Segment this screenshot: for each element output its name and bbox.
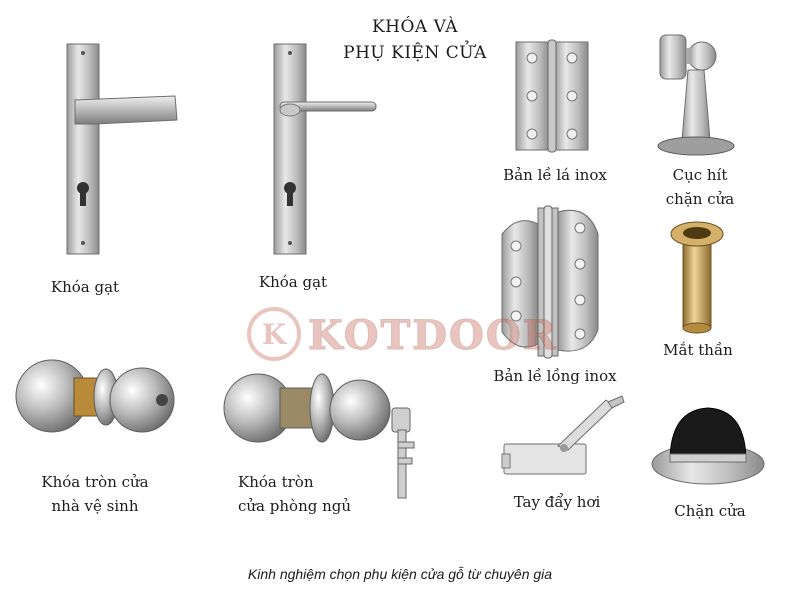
kotdoor-badge-icon: K	[247, 307, 301, 361]
magnetic-stop-label-line-2: chặn cửa	[665, 190, 735, 208]
knob-bedroom-label: Khóa tròn cửa phòng ngủ	[238, 470, 378, 518]
lever-lock-1-image	[66, 43, 178, 255]
title-line-2: PHỤ KIỆN CỬA	[343, 43, 487, 63]
knob-bathroom-label-line-2: nhà vệ sinh	[51, 497, 139, 515]
magnetic-stop-label: Cục hít chặn cửa	[645, 163, 755, 211]
kotdoor-badge-letter: K	[262, 318, 288, 351]
knob-bedroom-label-line-2: cửa phòng ngủ	[238, 497, 352, 515]
knob-bedroom-image	[223, 373, 415, 499]
floor-stop-label: Chặn cửa	[674, 502, 746, 520]
door-closer-image	[501, 395, 625, 475]
lever-lock-2-label: Khóa gạt	[258, 273, 328, 291]
knob-bathroom-image	[15, 359, 175, 433]
lever-lock-1-label: Khóa gạt	[50, 278, 120, 296]
knob-bathroom-label-line-1: Khóa tròn cửa	[41, 473, 149, 491]
lever-lock-2-image	[273, 43, 377, 255]
title-line-1: KHÓA VÀ	[371, 17, 459, 37]
door-closer-label: Tay đẩy hơi	[513, 493, 601, 511]
kotdoor-watermark: K KOTDOOR	[246, 306, 596, 362]
butterfly-hinge-label: Bản lề lồng inox	[493, 367, 617, 385]
floor-stop-image	[651, 407, 765, 485]
image-caption: Kinh nghiệm chọn phụ kiện cửa gỗ từ chuy…	[247, 566, 553, 582]
magnetic-stop-image	[657, 34, 735, 156]
butterfly-hinge-image	[501, 205, 599, 359]
leaf-hinge-label: Bản lề lá inox	[503, 166, 607, 184]
leaf-hinge-image	[515, 39, 589, 153]
collage-title: KHÓA VÀ PHỤ KIỆN CỬA	[330, 14, 500, 66]
door-viewer-image	[670, 221, 724, 334]
door-viewer-label: Mắt thần	[663, 341, 733, 359]
magnetic-stop-label-line-1: Cục hít	[672, 166, 728, 184]
knob-bathroom-label: Khóa tròn cửa nhà vệ sinh	[20, 470, 170, 518]
kotdoor-brand-text: KOTDOOR	[308, 312, 558, 360]
knob-bedroom-label-line-1: Khóa tròn	[238, 473, 314, 491]
